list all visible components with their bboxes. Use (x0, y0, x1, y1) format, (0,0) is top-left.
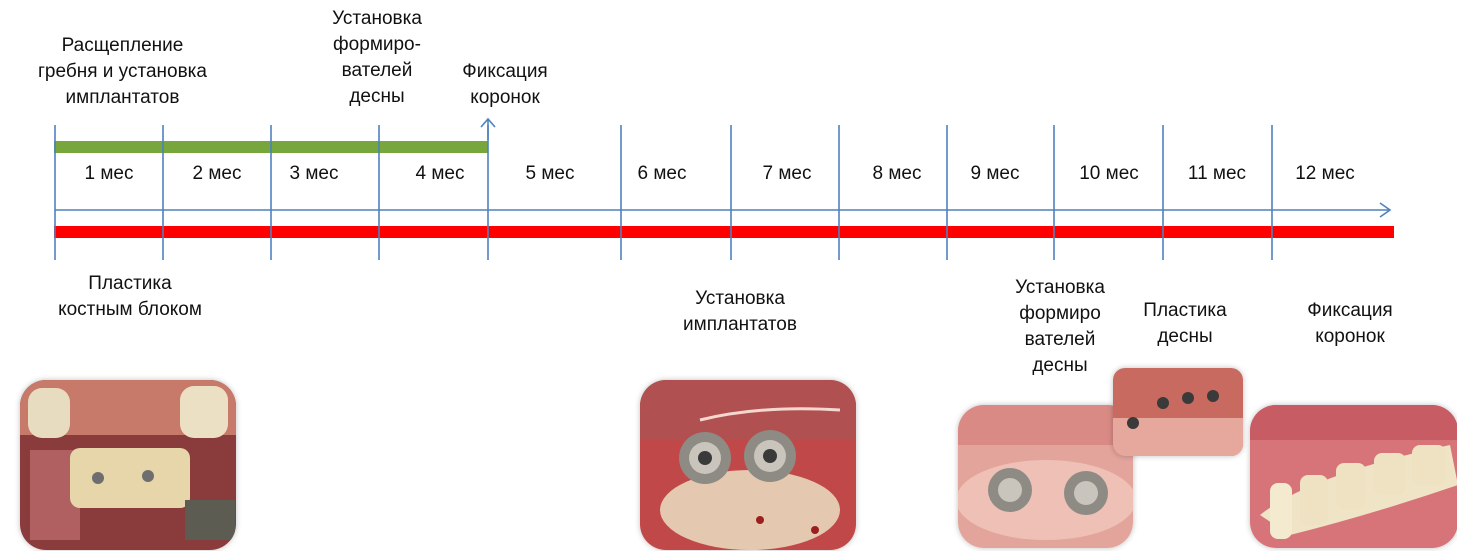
implants-photo (640, 380, 856, 550)
crowns-photo (1250, 405, 1457, 548)
month-label-6: 6 мес (612, 161, 712, 187)
label-crowns-bottom: Фиксация коронок (1270, 298, 1430, 350)
gum-plasty-photo (1113, 368, 1243, 456)
label-bone-block: Пластика костным блоком (30, 271, 230, 323)
healing-abutments-photo (958, 405, 1133, 548)
month-label-2: 2 мес (163, 161, 271, 187)
month-label-12: 12 мес (1275, 161, 1375, 187)
month-label-8: 8 мес (847, 161, 947, 187)
bone-block-photo (20, 380, 236, 550)
month-label-9: 9 мес (945, 161, 1045, 187)
label-implants: Установка имплантатов (640, 286, 840, 338)
red-bar (54, 226, 1394, 238)
label-gum-plasty: Пластика десны (1120, 298, 1250, 350)
label-crowns-top: Фиксация коронок (440, 59, 570, 111)
month-label-11: 11 мес (1167, 161, 1267, 187)
month-label-4: 4 мес (390, 161, 490, 187)
label-healing-abutments-bottom: Установка формиро вателей десны (995, 275, 1125, 379)
label-ridge-split: Расщепление гребня и установка имплантат… (0, 33, 245, 111)
label-healing-abutments-top: Установка формиро- вателей десны (312, 6, 442, 110)
month-label-1: 1 мес (55, 161, 163, 187)
month-label-7: 7 мес (737, 161, 837, 187)
month-label-5: 5 мес (500, 161, 600, 187)
month-label-10: 10 мес (1059, 161, 1159, 187)
month-label-3: 3 мес (268, 161, 360, 187)
